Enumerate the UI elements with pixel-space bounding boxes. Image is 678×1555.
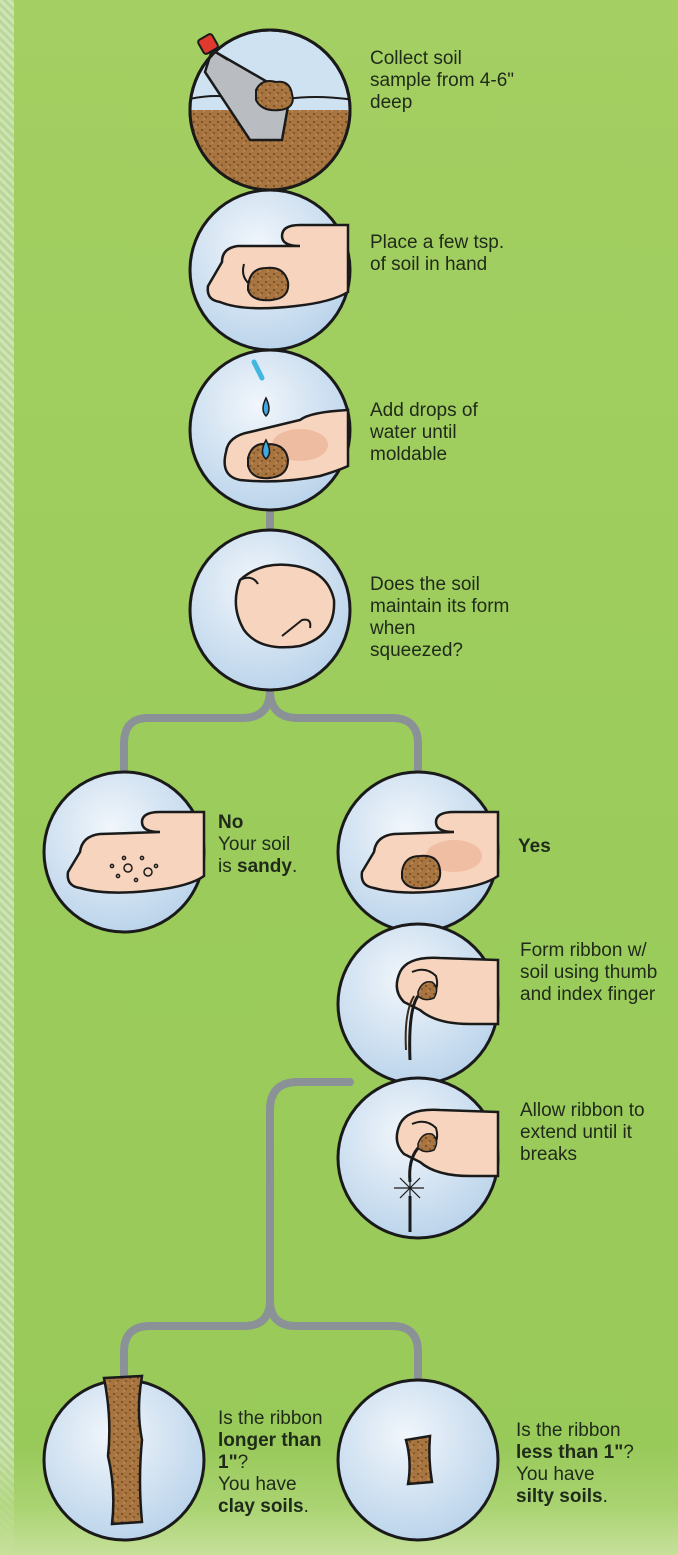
circle-clay — [44, 1376, 204, 1540]
yes-title: Yes — [518, 836, 551, 857]
step-collect-label: Collect soil sample from 4-6" deep — [370, 48, 520, 114]
silt-pre: You have — [516, 1464, 595, 1485]
circle-silt — [338, 1380, 498, 1540]
fist-icon — [236, 565, 334, 648]
silt-post: . — [603, 1486, 608, 1507]
silt-q: Is the ribbon — [516, 1420, 621, 1441]
circle-squeeze — [190, 530, 350, 690]
no-post: . — [292, 856, 297, 877]
clay-q: Is the ribbon — [218, 1408, 323, 1429]
circle-yes — [338, 772, 498, 932]
clay-result: clay soils — [218, 1496, 304, 1517]
circle-water — [190, 350, 350, 510]
no-pre: is — [218, 856, 232, 877]
clay-pre: You have — [218, 1474, 297, 1495]
circle-place — [190, 190, 350, 350]
no-title: No — [218, 812, 243, 833]
step-extend-label: Allow ribbon to extend until it breaks — [520, 1100, 670, 1166]
circle-form — [338, 924, 498, 1084]
silt-result: silty soils — [516, 1486, 603, 1507]
sandy-result: sandy — [237, 856, 292, 877]
clay-condition: longer than 1" — [218, 1430, 321, 1473]
no-label: No Your soil is sandy. — [218, 812, 338, 878]
yes-label: Yes — [518, 836, 551, 858]
step-form-label: Form ribbon w/ soil using thumb and inde… — [520, 940, 670, 1006]
no-line: Your soil — [218, 834, 290, 855]
silt-label: Is the ribbon less than 1"? You have sil… — [516, 1420, 666, 1508]
circle-no — [44, 772, 204, 932]
silt-qend: ? — [623, 1442, 634, 1463]
circle-extend — [338, 1078, 498, 1238]
circle-collect — [185, 30, 355, 205]
clay-post: . — [304, 1496, 309, 1517]
silt-condition: less than 1" — [516, 1442, 623, 1463]
clay-label: Is the ribbon longer than 1"? You have c… — [218, 1408, 348, 1518]
step-place-label: Place a few tsp. of soil in hand — [370, 232, 520, 276]
step-water-label: Add drops of water until moldable — [370, 400, 510, 466]
step-squeeze-label: Does the soil maintain its form when squ… — [370, 574, 510, 662]
clay-qend: ? — [238, 1452, 249, 1473]
